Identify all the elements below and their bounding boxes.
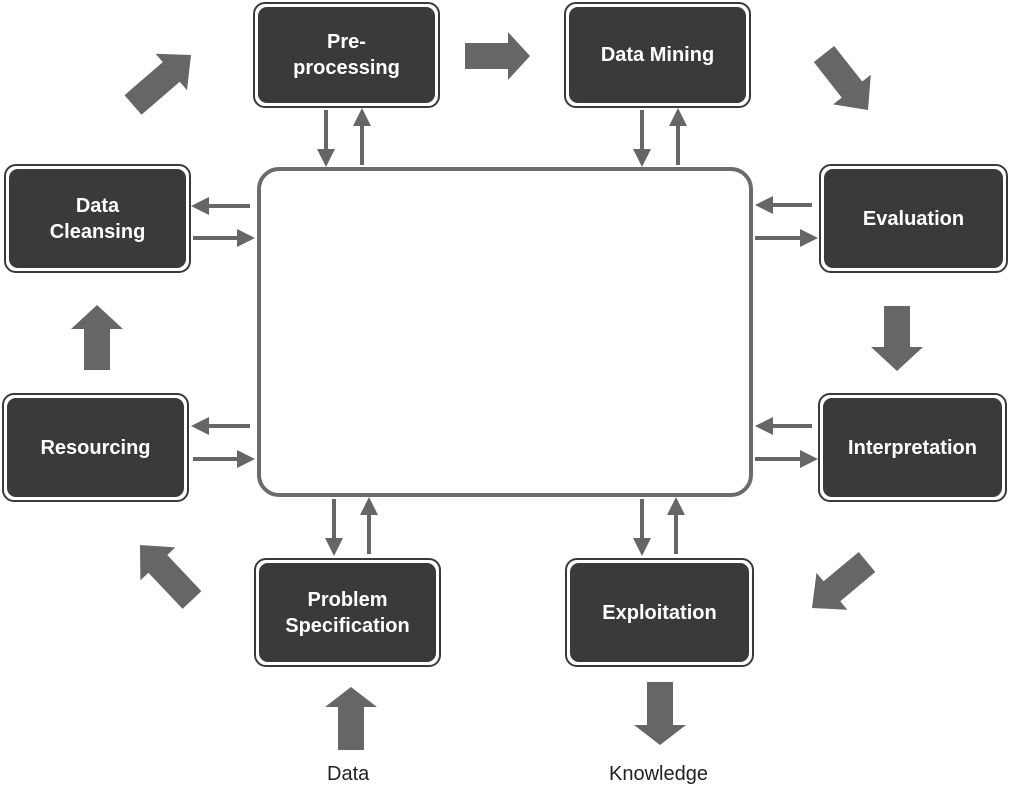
node-data-mining-label: Data Mining bbox=[600, 44, 715, 66]
node-preprocessing-line2: processing bbox=[293, 57, 400, 79]
connector-preprocessing-up bbox=[353, 108, 371, 165]
flow-arrow-resourcing-to-cleansing bbox=[71, 305, 123, 370]
connector-cleansing-in bbox=[191, 197, 250, 215]
flow-arrow-interpretation-to-exploitation bbox=[812, 552, 876, 610]
node-problem-specification: Problem Specification bbox=[254, 558, 441, 667]
connector-specification-down bbox=[325, 499, 343, 556]
node-interpretation: Interpretation bbox=[818, 393, 1007, 502]
connector-mining-up bbox=[669, 108, 687, 165]
flow-arrow-knowledge-output bbox=[634, 682, 686, 745]
node-problem-specification-line2: Specification bbox=[285, 614, 410, 637]
connector-preprocessing-down bbox=[317, 110, 335, 167]
node-data-cleansing-line2: Cleansing bbox=[49, 220, 146, 243]
connector-specification-up bbox=[360, 497, 378, 554]
connector-cleansing-out bbox=[193, 229, 255, 247]
flow-arrow-evaluation-to-interpretation bbox=[871, 306, 923, 371]
connector-resourcing-in bbox=[191, 417, 250, 435]
connector-evaluation-in bbox=[755, 196, 812, 214]
node-data-mining: Data Mining bbox=[564, 2, 751, 108]
node-exploitation-label: Exploitation bbox=[602, 601, 717, 624]
connector-resourcing-out bbox=[193, 450, 255, 468]
input-label: Data bbox=[327, 763, 370, 785]
node-preprocessing: Pre- processing bbox=[253, 2, 440, 108]
node-resourcing-label: Resourcing bbox=[40, 436, 151, 459]
node-problem-specification-line1: Problem bbox=[307, 588, 388, 611]
flow-arrow-cleansing-to-preprocessing bbox=[124, 53, 191, 115]
central-hub bbox=[257, 167, 753, 497]
node-evaluation-label: Evaluation bbox=[862, 207, 965, 230]
node-resourcing: Resourcing bbox=[2, 393, 189, 502]
connector-interpretation-in bbox=[755, 417, 812, 435]
connector-exploitation-down bbox=[633, 499, 651, 556]
connector-evaluation-out bbox=[755, 229, 818, 247]
flow-arrow-mining-to-evaluation bbox=[813, 46, 871, 110]
node-exploitation: Exploitation bbox=[565, 558, 754, 667]
connector-interpretation-out bbox=[755, 450, 818, 468]
flow-arrow-data-input bbox=[325, 687, 377, 750]
node-data-cleansing: Data Cleansing bbox=[4, 164, 191, 273]
connector-exploitation-up bbox=[667, 497, 685, 554]
output-label: Knowledge bbox=[609, 763, 708, 785]
node-preprocessing-line1: Pre- bbox=[327, 31, 366, 53]
connector-mining-down bbox=[633, 110, 651, 167]
node-data-cleansing-line1: Data bbox=[75, 194, 120, 217]
node-interpretation-label: Interpretation bbox=[848, 436, 977, 459]
flow-arrow-specification-to-resourcing bbox=[140, 545, 202, 609]
flow-arrow-preprocessing-to-mining bbox=[465, 32, 530, 80]
node-evaluation: Evaluation bbox=[819, 164, 1008, 273]
